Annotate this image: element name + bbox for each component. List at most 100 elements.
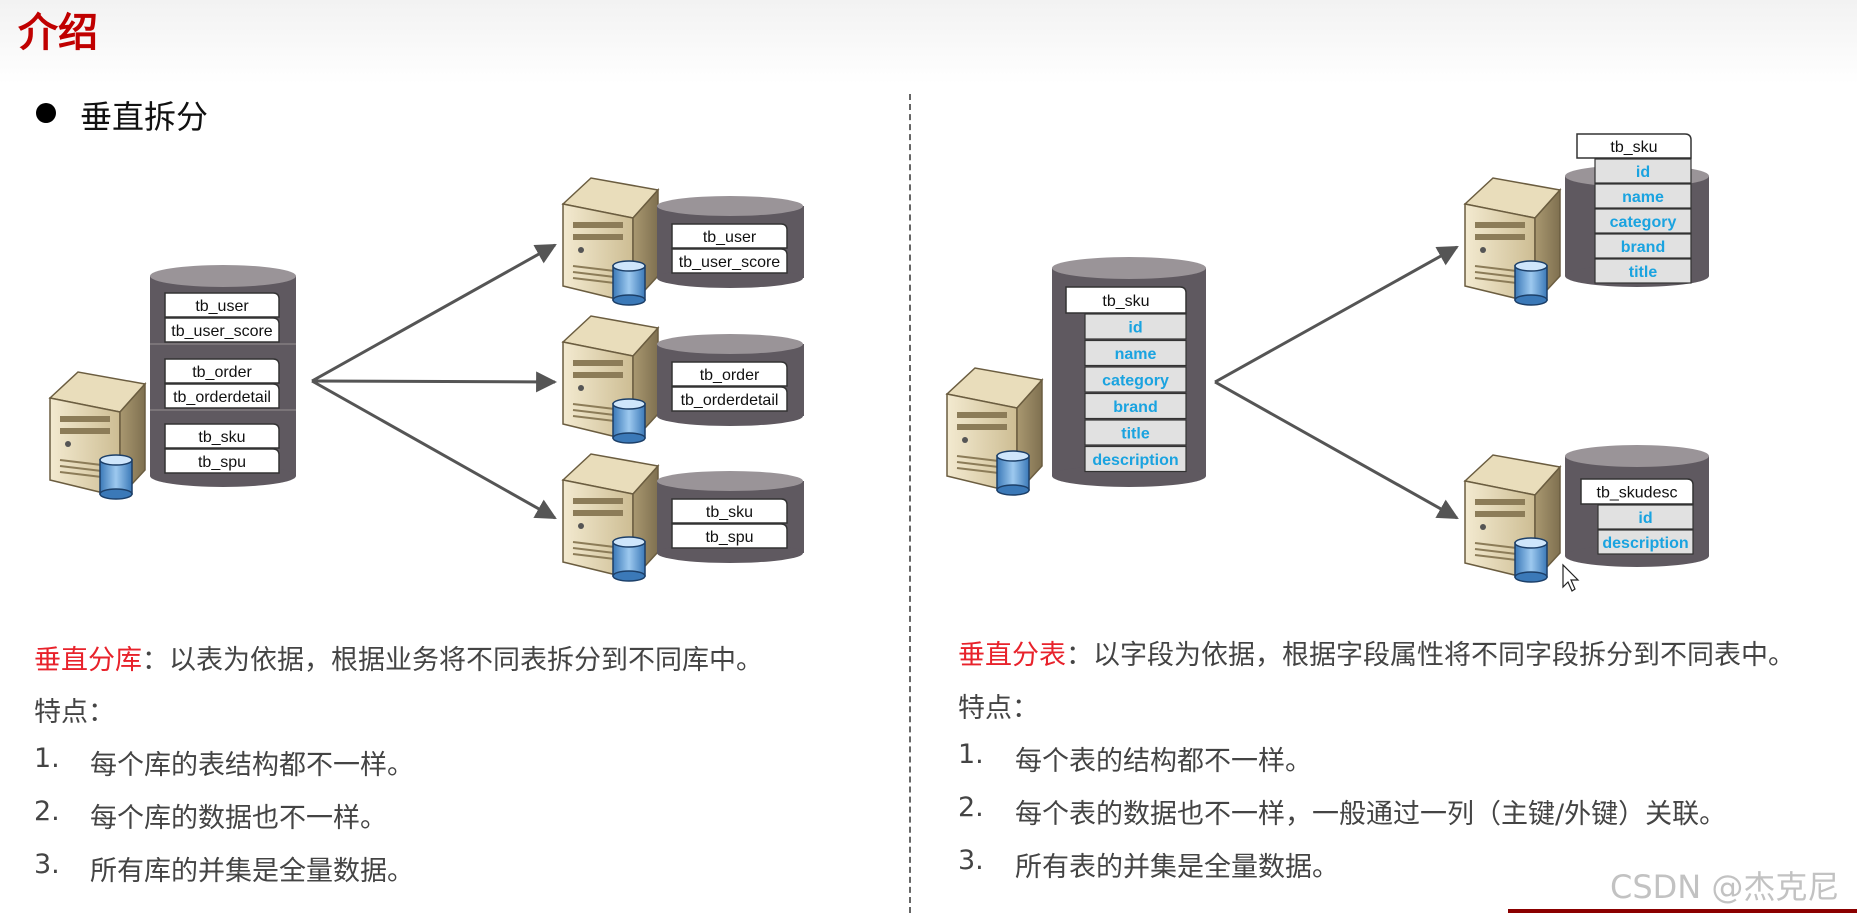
left-item-text: 所有库的并集是全量数据。 — [90, 856, 414, 887]
svg-text:id: id — [1638, 510, 1652, 527]
left-desc: ：以表为依据，根据业务将不同表拆分到不同库中。 — [142, 645, 763, 676]
field-cell: brand — [1084, 392, 1187, 420]
source-table-list: tb_user tb_user_score tb_order tb_orderdeta… — [164, 292, 280, 474]
svg-text:id: id — [1128, 320, 1142, 337]
svg-text:tb_sku: tb_sku — [198, 429, 245, 446]
left-item-text: 每个库的表结构都不一样。 — [90, 750, 414, 781]
right-item-text: 所有表的并集是全量数据。 — [1015, 852, 1339, 883]
watermark: CSDN @杰克尼 — [1610, 868, 1840, 906]
table-label: tb_sku — [164, 423, 280, 449]
arrow-icon — [311, 379, 557, 520]
field-cell: id — [1084, 313, 1187, 340]
table-header: tb_skudesc — [1580, 478, 1694, 505]
svg-text:tb_user_score: tb_user_score — [171, 323, 272, 340]
arrow-icon — [311, 243, 557, 383]
table-label: tb_orderdetail — [164, 383, 280, 409]
svg-text:tb_orderdetail: tb_orderdetail — [173, 389, 271, 406]
field-cell: description — [1084, 445, 1187, 473]
svg-text:name: name — [1115, 346, 1157, 363]
svg-text:description: description — [1602, 535, 1688, 552]
svg-text:tb_orderdetail: tb_orderdetail — [681, 392, 779, 409]
svg-text:tb_sku: tb_sku — [706, 504, 753, 521]
field-cell: description — [1597, 529, 1694, 555]
table-label: tb_order — [671, 361, 788, 387]
field-cell: name — [1594, 183, 1692, 209]
left-item-num: 2. — [34, 796, 60, 827]
left-item-num: 1. — [34, 743, 60, 774]
table-label: tb_sku — [671, 498, 788, 524]
left-definition: 垂直分库：以表为依据，根据业务将不同表拆分到不同库中。 — [34, 638, 763, 677]
svg-text:tb_sku: tb_sku — [1610, 139, 1657, 156]
right-definition: 垂直分表：以字段为依据，根据字段属性将不同字段拆分到不同表中。 — [958, 633, 1795, 672]
server-icon — [946, 367, 1043, 496]
svg-text:id: id — [1636, 164, 1650, 181]
field-cell: name — [1084, 339, 1187, 367]
server-icon — [49, 371, 146, 500]
table-label: tb_user — [164, 292, 280, 318]
svg-text:tb_user_score: tb_user_score — [679, 254, 780, 271]
target-db-list: tb_user tb_user_score tb_order tb_orderdeta… — [657, 196, 804, 563]
svg-text:category: category — [1102, 373, 1169, 390]
table-label: tb_spu — [164, 448, 280, 474]
arrow-icon — [1214, 245, 1459, 384]
right-item-num: 1. — [958, 739, 984, 770]
cursor-icon — [1562, 563, 1580, 592]
field-cell: category — [1084, 366, 1187, 393]
svg-text:tb_sku: tb_sku — [1102, 293, 1149, 310]
svg-text:tb_user: tb_user — [703, 229, 757, 246]
left-features-label: 特点： — [34, 697, 115, 728]
footer-bar — [1508, 909, 1857, 913]
right-features-label: 特点： — [958, 693, 1039, 724]
svg-text:category: category — [1610, 214, 1677, 231]
table-label: tb_user — [671, 223, 788, 249]
svg-text:tb_order: tb_order — [192, 364, 252, 381]
right-item-num: 2. — [958, 792, 984, 823]
left-item-text: 每个库的数据也不一样。 — [90, 803, 387, 834]
server-icon — [1464, 454, 1561, 583]
field-cell: id — [1597, 504, 1694, 530]
bullet-dot — [36, 103, 56, 123]
table-label: tb_order — [164, 358, 280, 384]
right-term: 垂直分表 — [958, 640, 1066, 671]
server-icon — [1464, 177, 1561, 306]
svg-text:tb_order: tb_order — [700, 367, 760, 384]
svg-text:tb_skudesc: tb_skudesc — [1597, 485, 1678, 502]
server-icon — [562, 453, 659, 582]
arrow-icon — [311, 371, 558, 393]
svg-text:brand: brand — [1113, 399, 1157, 416]
divider — [909, 94, 911, 913]
table-label: tb_spu — [671, 523, 788, 549]
table-header: tb_sku — [1065, 286, 1187, 314]
svg-text:tb_spu: tb_spu — [198, 454, 246, 471]
table-label: tb_user_score — [164, 317, 280, 343]
arrow-icon — [1214, 380, 1459, 520]
svg-text:tb_user: tb_user — [195, 298, 249, 315]
table-header: tb_sku — [1576, 133, 1692, 159]
left-item-num: 3. — [34, 849, 60, 880]
right-item-num: 3. — [958, 845, 984, 876]
field-cell: id — [1594, 158, 1692, 184]
right-item-text: 每个表的数据也不一样，一般通过一列（主键/外键）关联。 — [1015, 799, 1727, 830]
server-icon — [562, 315, 659, 444]
server-icon — [562, 177, 659, 306]
table-label: tb_orderdetail — [671, 386, 788, 412]
page-title: 介绍 — [18, 10, 98, 56]
svg-text:name: name — [1622, 189, 1664, 206]
field-cell: title — [1594, 258, 1692, 284]
table-label: tb_user_score — [671, 248, 788, 274]
header-bar — [0, 0, 1857, 84]
right-desc: ：以字段为依据，根据字段属性将不同字段拆分到不同表中。 — [1066, 640, 1795, 671]
svg-text:title: title — [1121, 426, 1150, 443]
field-cell: title — [1084, 419, 1187, 446]
section-heading: 垂直拆分 — [80, 98, 209, 136]
field-cell: category — [1594, 208, 1692, 234]
svg-text:brand: brand — [1621, 239, 1665, 256]
svg-text:description: description — [1092, 452, 1178, 469]
field-cell: brand — [1594, 233, 1692, 259]
svg-text:title: title — [1629, 264, 1658, 281]
right-item-text: 每个表的结构都不一样。 — [1015, 746, 1312, 777]
